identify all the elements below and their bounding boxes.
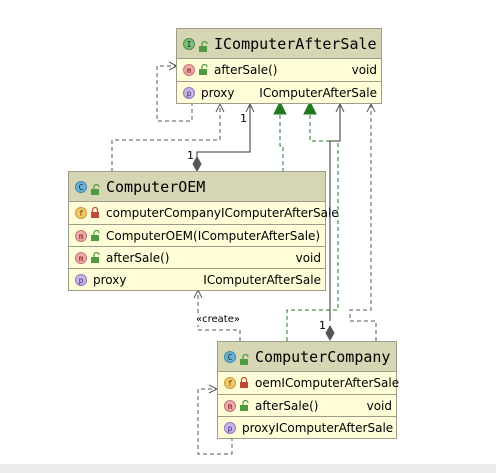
footer-bar [0, 464, 496, 473]
member-type: IComputerAfterSale [281, 376, 400, 390]
member-name: proxy [242, 420, 276, 435]
private-visibility-icon [90, 206, 100, 219]
class-title: ComputerOEM [106, 177, 206, 196]
member-row[interactable]: p proxy IComputerAfterSale [218, 416, 396, 438]
oem-composition-diamond [192, 155, 202, 173]
class-computeroem[interactable]: C ComputerOEM f computerCompany ICompute… [68, 171, 339, 291]
iface-self-dependency [156, 66, 193, 122]
create-stereotype-label: «create» [196, 314, 240, 325]
member-type: IComputerAfterSale [220, 206, 339, 220]
member-name: afterSale() [214, 63, 278, 77]
class-title: ComputerCompany [255, 347, 391, 366]
property-icon: p [75, 273, 87, 286]
member-row[interactable]: p proxy IComputerAfterSale [69, 268, 325, 290]
create-dependency-line [198, 290, 241, 341]
public-visibility-icon [239, 399, 249, 412]
member-name: proxy [93, 272, 127, 287]
member-type: void [295, 250, 321, 265]
method-icon: m [75, 251, 87, 264]
member-row[interactable]: p proxy IComputerAfterSale [177, 81, 381, 103]
oem-association-line [196, 104, 250, 157]
member-row[interactable]: f computerCompany IComputerAfterSale [69, 202, 339, 224]
oem-realization-arrowhead [273, 100, 287, 115]
company-dependency-line [349, 104, 377, 341]
company-composition-diamond [325, 324, 335, 342]
oem-dependency-line [111, 104, 220, 172]
class-icomputeraftersale[interactable]: I IComputerAfterSale m afterSale() void … [176, 28, 382, 104]
public-visibility-icon [239, 351, 249, 365]
class-icon: C [224, 350, 236, 363]
public-visibility-icon [198, 38, 208, 52]
member-type: IComputerAfterSale [259, 85, 377, 100]
member-type: IComputerAfterSale [203, 272, 321, 287]
company-realization-line [286, 113, 339, 341]
public-visibility-icon [90, 251, 100, 264]
member-type: void [366, 398, 392, 413]
member-name: afterSale() [106, 250, 170, 265]
company-self-dependency [197, 389, 233, 455]
company-realization-arrowhead [303, 100, 317, 115]
member-type: void [351, 63, 377, 77]
method-icon: m [183, 64, 195, 76]
member-name: ComputerOEM(IComputerAfterSale) [106, 228, 321, 243]
member-row[interactable]: m afterSale() void [218, 394, 396, 416]
method-icon: m [75, 229, 87, 242]
member-name: proxy [201, 85, 235, 100]
member-name: oem [255, 376, 282, 390]
member-row[interactable]: m afterSale() void [177, 59, 381, 81]
class-icon: C [75, 180, 87, 193]
company-association-line [329, 104, 340, 321]
class-header: I IComputerAfterSale [177, 29, 381, 59]
property-icon: p [183, 86, 195, 99]
member-row[interactable]: m ComputerOEM(IComputerAfterSale) [69, 224, 325, 246]
class-header: C ComputerOEM [69, 172, 325, 202]
public-visibility-icon [90, 181, 100, 195]
multiplicity-oem: 1 [187, 149, 194, 162]
member-name: computerCompany [106, 206, 221, 220]
oem-realization-line [279, 113, 284, 172]
member-type: IComputerAfterSale [275, 420, 394, 435]
multiplicity-iface-oem: 1 [240, 112, 247, 125]
member-row[interactable]: m afterSale() void [69, 246, 325, 268]
member-row[interactable]: f oem IComputerAfterSale [218, 372, 400, 394]
class-header: C ComputerCompany [218, 342, 396, 372]
class-computercompany[interactable]: C ComputerCompany f oem IComputerAfterSa… [217, 341, 400, 439]
property-icon: p [224, 421, 236, 434]
multiplicity-company: 1 [319, 319, 326, 332]
class-title: IComputerAfterSale [214, 34, 377, 53]
member-name: afterSale() [255, 398, 319, 413]
public-visibility-icon [198, 63, 208, 76]
public-visibility-icon [90, 229, 100, 242]
field-icon: f [75, 207, 87, 219]
private-visibility-icon [239, 376, 249, 389]
interface-icon: I [183, 37, 195, 50]
field-icon: f [224, 377, 236, 389]
method-icon: m [224, 399, 236, 412]
